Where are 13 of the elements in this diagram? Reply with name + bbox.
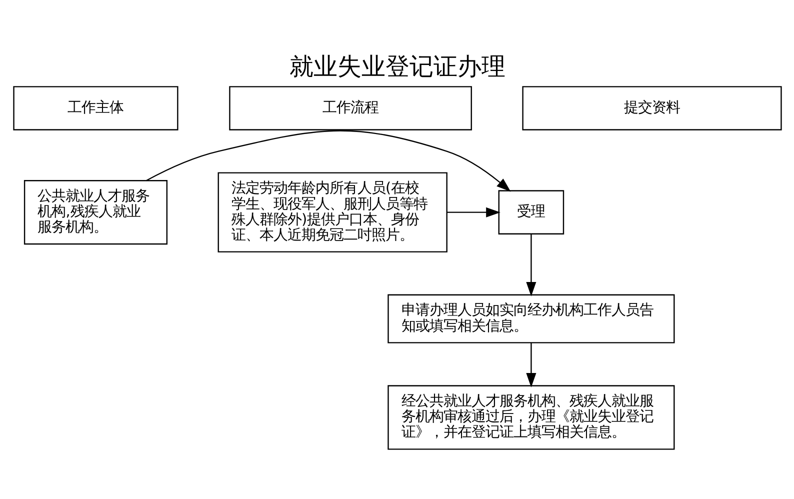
node-box: 法定劳动年龄内所有人员(在校学生、现役军人、服刑人员等特殊人群除外)提供户口本、身份证、本人近期免冠二吋照片。 (217, 172, 447, 252)
node-box: 提交资料 (522, 86, 782, 130)
arrow (526, 342, 536, 387)
node-box: 申请办理人员如实向经办机构工作人员告知或填写相关信息。 (387, 294, 674, 343)
node-box: 受理 (498, 190, 564, 234)
diagram-title: 就业失业登记证办理 (289, 52, 505, 80)
arrow (446, 206, 500, 217)
node-box: 公共就业人才服务机构,残疾人就业服务机构。 (23, 180, 167, 244)
arrow (526, 234, 536, 296)
node-box: 工作主体 (12, 86, 178, 130)
arrow (145, 130, 510, 192)
node-box: 工作流程 (228, 86, 472, 130)
node-box: 经公共就业人才服务机构、残疾人就业服务机构审核通过后，办理《就业失业登记证》，并在登记证上填写相关信息。 (387, 384, 674, 450)
